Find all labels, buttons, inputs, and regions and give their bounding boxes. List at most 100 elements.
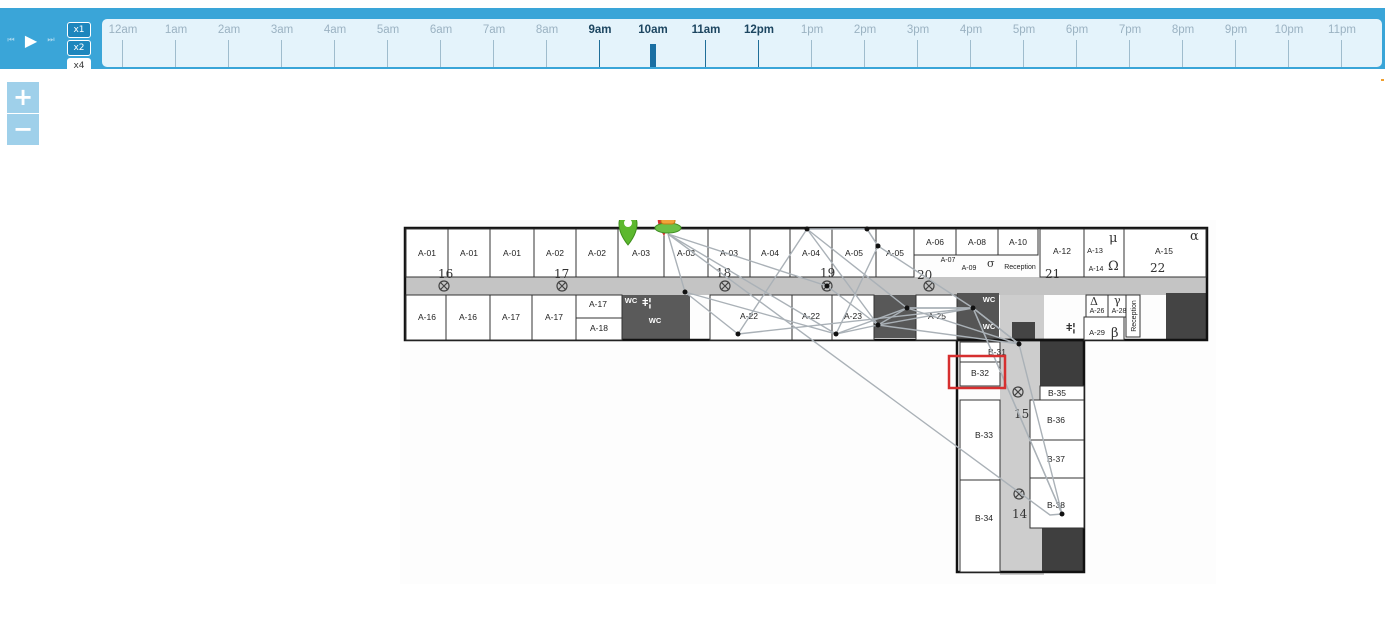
hour-tick[interactable]: 6pm — [1050, 19, 1104, 67]
hour-tick-line — [1182, 40, 1183, 67]
hour-tick[interactable]: 7pm — [1103, 19, 1157, 67]
room-label: A-07 — [941, 257, 956, 264]
room-label: B-35 — [1048, 388, 1066, 398]
hour-tick[interactable]: 9pm — [1209, 19, 1263, 67]
hour-tick[interactable]: 2pm — [838, 19, 892, 67]
hour-tick[interactable]: 3am — [255, 19, 309, 67]
hour-tick[interactable]: 11am — [679, 19, 733, 67]
room-label: B-31 — [988, 347, 1006, 357]
hour-label[interactable]: 7am — [482, 24, 506, 36]
room-label: A-02 — [588, 248, 606, 258]
hour-tick-line — [705, 40, 706, 67]
hand-note: Ω — [1108, 259, 1119, 274]
hour-label[interactable]: 8am — [535, 24, 559, 36]
room-label: A-09 — [962, 265, 977, 272]
next-icon[interactable]: ⏭ — [47, 35, 55, 44]
hour-tick[interactable]: 12am — [96, 19, 150, 67]
floor-plan-map[interactable]: A-01 A-01 A-01 A-02 A-02 A-03 A-03 A-03 … — [400, 193, 1220, 594]
hour-label[interactable]: 2am — [217, 24, 241, 36]
hour-label[interactable]: 4am — [323, 24, 347, 36]
room-label: A-08 — [968, 237, 986, 247]
hour-tick[interactable]: 9am — [573, 19, 627, 67]
hour-label[interactable]: 12pm — [743, 24, 775, 36]
hour-tick[interactable]: 4am — [308, 19, 362, 67]
hand-note: 19 — [820, 266, 835, 280]
speed-x1-button[interactable]: x1 — [67, 22, 91, 38]
hour-tick[interactable]: 7am — [467, 19, 521, 67]
hour-tick-line — [864, 40, 865, 67]
room-label: B-36 — [1047, 415, 1065, 425]
hour-label[interactable]: 7pm — [1118, 24, 1142, 36]
hour-tick[interactable]: 11pm — [1315, 19, 1369, 67]
hour-tick-line — [387, 40, 388, 67]
hour-tick-line — [1023, 40, 1024, 67]
hour-tick[interactable]: 1pm — [785, 19, 839, 67]
hour-tick-line — [334, 40, 335, 67]
hour-label[interactable]: 5pm — [1012, 24, 1036, 36]
prev-icon[interactable]: ⏮ — [7, 35, 15, 44]
hour-tick[interactable]: 3pm — [891, 19, 945, 67]
hour-tick[interactable]: 8am — [520, 19, 574, 67]
hour-label[interactable]: 3am — [270, 24, 294, 36]
hour-tick-line — [281, 40, 282, 67]
room-label: A-14 — [1089, 266, 1104, 273]
highlighted-room-b32[interactable] — [947, 354, 1007, 390]
speed-x4-button[interactable]: x4 — [67, 58, 91, 74]
room-label: A-23 — [844, 311, 862, 321]
hand-note: 14 — [1012, 507, 1028, 521]
speed-x2-button[interactable]: x2 — [67, 40, 91, 56]
room-label: A-04 — [761, 248, 779, 258]
hand-note: 22 — [1150, 261, 1165, 275]
hour-label[interactable]: 9am — [588, 24, 612, 36]
hour-label[interactable]: 1pm — [800, 24, 824, 36]
hour-tick[interactable]: 4pm — [944, 19, 998, 67]
hour-label[interactable]: 3pm — [906, 24, 930, 36]
hour-tick[interactable]: 5pm — [997, 19, 1051, 67]
hour-tick-line — [1235, 40, 1236, 67]
hour-tick[interactable]: 6am — [414, 19, 468, 67]
room-label: B-38 — [1047, 500, 1065, 510]
hand-note: β — [1111, 326, 1119, 341]
room-label: A-17 — [545, 312, 563, 322]
hour-tick-line — [493, 40, 494, 67]
hour-tick-line — [917, 40, 918, 67]
hand-note: μ — [1109, 231, 1117, 246]
hour-tick[interactable]: 2am — [202, 19, 256, 67]
hour-label[interactable]: 10pm — [1274, 24, 1304, 36]
hand-note: Δ — [1090, 295, 1098, 308]
hour-label[interactable]: 5am — [376, 24, 400, 36]
hour-label[interactable]: 12am — [108, 24, 138, 36]
hour-tick[interactable]: 10pm — [1262, 19, 1316, 67]
hour-tick-line — [599, 40, 600, 67]
room-label: A-12 — [1053, 246, 1071, 256]
hour-tick[interactable]: 10am — [626, 19, 680, 67]
timeline-bar: ⏮ ▶ ⏭ x1 x2 x4 12am 1am 2am 3am 4am 5am 6am 7am… — [0, 8, 1385, 74]
zoom-in-button[interactable]: + — [7, 82, 39, 113]
room-label: A-17 — [589, 299, 607, 309]
hand-note: γ — [1114, 294, 1121, 307]
room-label: WC — [983, 322, 996, 331]
hour-label[interactable]: 6pm — [1065, 24, 1089, 36]
room-label: A-01 — [418, 248, 436, 258]
room-label: A-03 — [677, 248, 695, 258]
hour-tick-line — [228, 40, 229, 67]
hour-tick[interactable]: 8pm — [1156, 19, 1210, 67]
hour-timeline[interactable]: 12am 1am 2am 3am 4am 5am 6am 7am 8am 9am 10am 11am 1… — [102, 19, 1382, 67]
hour-label[interactable]: 8pm — [1171, 24, 1195, 36]
zoom-out-button[interactable]: − — [7, 114, 39, 145]
hour-label[interactable]: 11pm — [1328, 24, 1356, 36]
hour-label[interactable]: 9pm — [1224, 24, 1248, 36]
hour-label[interactable]: 4pm — [959, 24, 983, 36]
room-label: A-22 — [802, 311, 820, 321]
hour-label[interactable]: 11am — [691, 24, 721, 36]
room-label: A-05 — [886, 248, 904, 258]
hour-tick[interactable]: 5am — [361, 19, 415, 67]
play-icon[interactable]: ▶ — [24, 30, 38, 50]
hour-label[interactable]: 2pm — [853, 24, 877, 36]
hour-tick[interactable]: 1am — [149, 19, 203, 67]
hour-tick[interactable]: 12pm — [732, 19, 786, 67]
hour-label[interactable]: 10am — [638, 24, 668, 36]
hour-label[interactable]: 6am — [429, 24, 453, 36]
hour-label[interactable]: 1am — [164, 24, 188, 36]
room-label: A-05 — [845, 248, 863, 258]
